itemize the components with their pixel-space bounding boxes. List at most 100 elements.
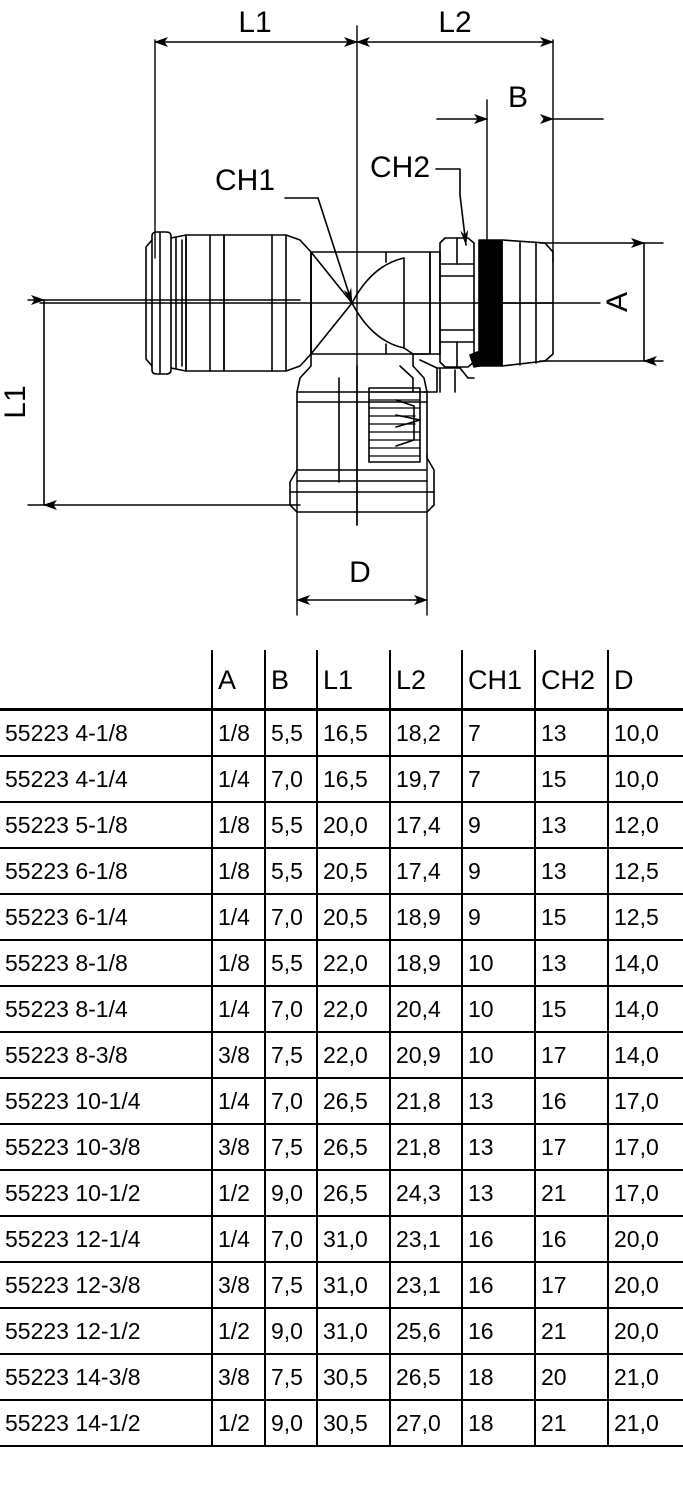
cell-b: 5,5 [264, 939, 317, 986]
cell-a: 1/4 [211, 893, 265, 940]
cell-ch1: 16 [461, 1307, 535, 1354]
cell-ch2: 13 [534, 847, 608, 894]
cell-product-code: 55223 8-3/8 [0, 1031, 212, 1078]
cell-d: 14,0 [607, 939, 683, 986]
cell-l2: 24,3 [389, 1169, 462, 1216]
cell-ch1: 10 [461, 939, 535, 986]
cell-product-code: 55223 8-1/8 [0, 939, 212, 986]
cell-d: 17,0 [607, 1123, 683, 1170]
cell-l1: 31,0 [316, 1307, 390, 1354]
dim-label-ch1: CH1 [215, 164, 275, 197]
dim-label-l2-horizontal: L2 [438, 6, 471, 39]
cell-l1: 22,0 [316, 985, 390, 1032]
cell-l2: 18,9 [389, 893, 462, 940]
dim-label-d: D [349, 556, 371, 589]
cell-ch2: 15 [534, 893, 608, 940]
cell-l2: 23,1 [389, 1215, 462, 1262]
cell-l2: 18,2 [389, 708, 462, 756]
cell-ch2: 16 [534, 1215, 608, 1262]
cell-l1: 20,5 [316, 893, 390, 940]
cell-ch2: 15 [534, 755, 608, 802]
cell-b: 9,0 [264, 1307, 317, 1354]
cell-ch1: 9 [461, 801, 535, 848]
cell-d: 21,0 [607, 1399, 683, 1447]
cell-l1: 30,5 [316, 1399, 390, 1447]
cell-ch1: 13 [461, 1123, 535, 1170]
cell-ch2: 13 [534, 939, 608, 986]
cell-ch1: 10 [461, 985, 535, 1032]
cell-b: 7,0 [264, 755, 317, 802]
cell-l1: 22,0 [316, 1031, 390, 1078]
cell-d: 20,0 [607, 1215, 683, 1262]
cell-ch1: 16 [461, 1261, 535, 1308]
leader-ch2 [459, 194, 469, 246]
column-header-b: B [264, 650, 317, 710]
cell-ch2: 17 [534, 1261, 608, 1308]
cell-l1: 31,0 [316, 1215, 390, 1262]
cell-d: 12,0 [607, 801, 683, 848]
leader-ch1 [317, 197, 353, 304]
cell-l1: 30,5 [316, 1353, 390, 1400]
cell-d: 17,0 [607, 1169, 683, 1216]
cell-product-code: 55223 5-1/8 [0, 801, 212, 848]
technical-drawing: L1 L2 B A L1 D CH1 CH2 [0, 0, 683, 650]
extension-lines [27, 25, 664, 616]
cell-a: 1/2 [211, 1169, 265, 1216]
cell-product-code: 55223 12-1/4 [0, 1215, 212, 1262]
cell-ch1: 9 [461, 847, 535, 894]
column-header-l1: L1 [316, 650, 390, 710]
cell-l2: 17,4 [389, 847, 462, 894]
column-header-ch2: CH2 [534, 650, 608, 710]
table-header-row: A B L1 L2 CH1 CH2 D [0, 650, 683, 710]
cell-l2: 25,6 [389, 1307, 462, 1354]
cell-ch2: 21 [534, 1399, 608, 1447]
cell-l2: 27,0 [389, 1399, 462, 1447]
cell-product-code: 55223 12-3/8 [0, 1261, 212, 1308]
cell-product-code: 55223 10-1/2 [0, 1169, 212, 1216]
column-header-ch1: CH1 [461, 650, 535, 710]
cell-ch1: 13 [461, 1169, 535, 1216]
cell-d: 20,0 [607, 1307, 683, 1354]
cell-b: 7,0 [264, 893, 317, 940]
cell-b: 7,0 [264, 1215, 317, 1262]
leader-ch2-horizontal [435, 168, 461, 196]
cell-ch2: 13 [534, 801, 608, 848]
cell-b: 9,0 [264, 1399, 317, 1447]
cell-b: 7,5 [264, 1123, 317, 1170]
cell-ch2: 15 [534, 985, 608, 1032]
cell-ch1: 9 [461, 893, 535, 940]
cell-product-code: 55223 10-1/4 [0, 1077, 212, 1124]
dim-label-l1-horizontal: L1 [238, 6, 271, 39]
cell-l2: 17,4 [389, 801, 462, 848]
cell-b: 9,0 [264, 1169, 317, 1216]
fitting-body [145, 231, 554, 526]
cell-d: 10,0 [607, 755, 683, 802]
column-header-code [0, 650, 212, 710]
cell-a: 1/8 [211, 939, 265, 986]
cell-ch2: 21 [534, 1169, 608, 1216]
cell-ch2: 17 [534, 1031, 608, 1078]
dim-label-l1-vertical: L1 [0, 385, 32, 418]
cell-l2: 20,4 [389, 985, 462, 1032]
cell-a: 1/4 [211, 755, 265, 802]
column-header-l2: L2 [389, 650, 462, 710]
cell-l1: 26,5 [316, 1123, 390, 1170]
cell-a: 3/8 [211, 1353, 265, 1400]
cell-a: 1/4 [211, 1077, 265, 1124]
cell-l2: 20,9 [389, 1031, 462, 1078]
cell-product-code: 55223 12-1/2 [0, 1307, 212, 1354]
cell-ch2: 20 [534, 1353, 608, 1400]
cell-a: 3/8 [211, 1031, 265, 1078]
cell-b: 5,5 [264, 708, 317, 756]
column-header-a: A [211, 650, 265, 710]
